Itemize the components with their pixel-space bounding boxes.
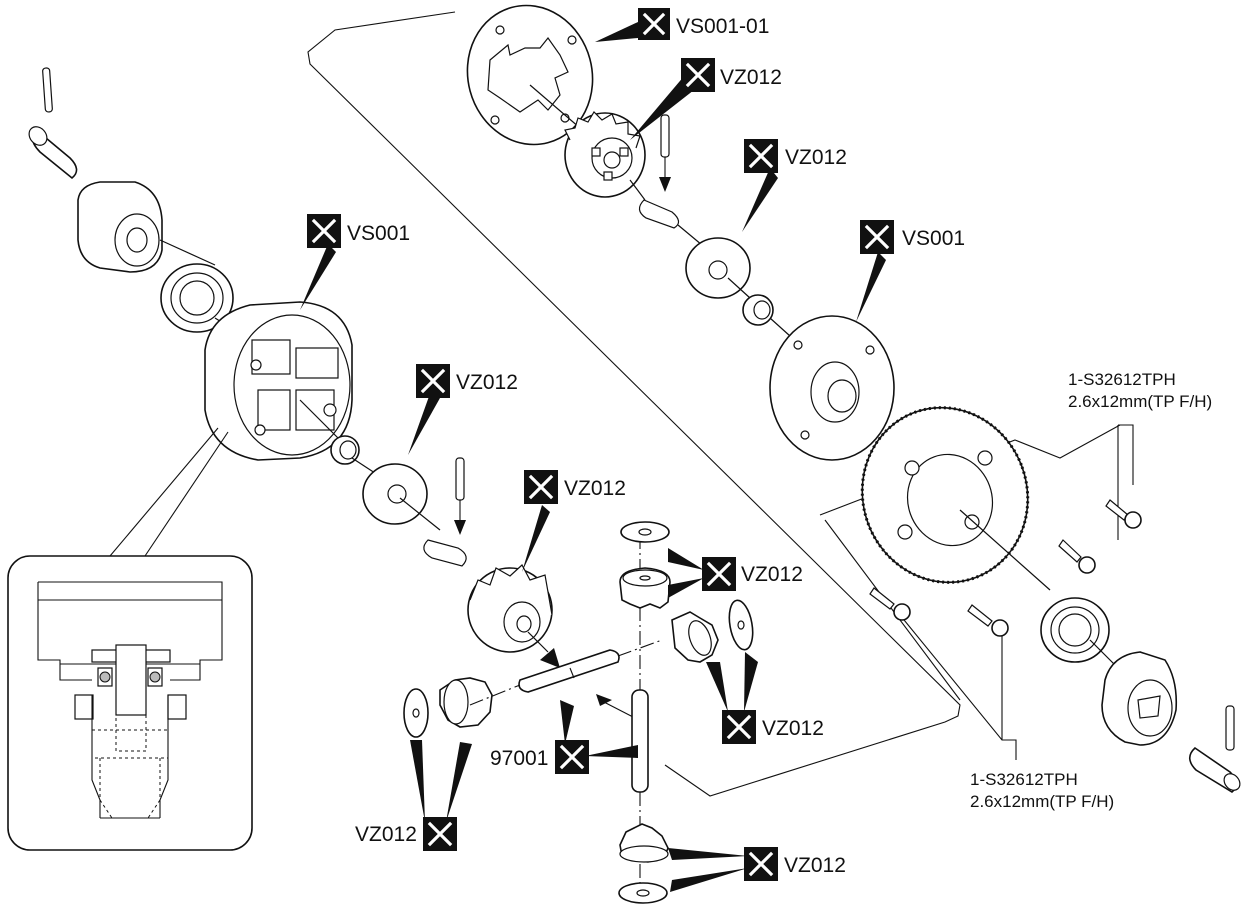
right-drive-cup <box>1101 651 1178 746</box>
screw-spec-lower: 1-S32612TPH 2.6x12mm(TP F/H) <box>970 770 1114 811</box>
callout-pointers <box>300 22 886 892</box>
right-drive-pin-cylinder <box>1188 746 1241 793</box>
upper-spider-washer <box>620 521 670 543</box>
screw-bottom-1 <box>869 587 911 621</box>
right-spider-gear <box>671 611 719 663</box>
left-bearing <box>160 263 234 333</box>
right-diff-case <box>769 315 895 461</box>
callout-vz012-washer-right: VZ012 <box>744 139 847 173</box>
label-vz012-left-gear: VZ012 <box>355 823 417 846</box>
label-vz012-bottom-gear: VZ012 <box>784 854 846 877</box>
label-vz012-washer-left: VZ012 <box>456 371 518 394</box>
left-small-pin <box>454 457 466 535</box>
callout-vz012-pinion-top: VZ012 <box>681 58 782 92</box>
top-pinion-gear <box>564 111 646 198</box>
callout-vs001-right: VS001 <box>860 220 965 254</box>
callout-vs001-01-top: VS001-01 <box>638 8 769 40</box>
left-spider-washer <box>403 688 429 738</box>
top-pin-shaft <box>638 199 680 229</box>
left-drive-cup <box>77 181 163 273</box>
left-pin-shaft <box>423 539 467 567</box>
callout-vz012-bottom-gear: VZ012 <box>744 847 846 881</box>
x-box-icon <box>744 139 778 173</box>
x-box-icon <box>722 710 756 744</box>
callout-vz012-washer-left: VZ012 <box>416 364 518 398</box>
right-pin <box>1225 705 1235 751</box>
x-box-icon <box>860 220 894 254</box>
top-cover-plate <box>466 4 594 146</box>
left-drive-pin-cylinder <box>28 126 78 180</box>
x-box-icon <box>744 847 778 881</box>
screw-size-upper: 2.6x12mm(TP F/H) <box>1068 392 1212 411</box>
label-vs001-left: VS001 <box>347 222 410 245</box>
label-vs001-right: VS001 <box>902 227 965 250</box>
vertical-pin <box>631 689 649 793</box>
callout-vz012-bevel-center: VZ012 <box>524 470 626 504</box>
right-bearing <box>1040 597 1110 663</box>
callout-vs001-left: VS001 <box>307 214 410 248</box>
x-box-icon <box>423 817 457 851</box>
callout-vz012-left-gear: VZ012 <box>355 817 457 851</box>
right-o-ring <box>742 294 774 326</box>
inset-cross-section <box>7 555 253 851</box>
x-box-icon <box>702 557 736 591</box>
left-pin <box>42 67 53 113</box>
screw-code-upper: 1-S32612TPH <box>1068 370 1176 389</box>
screw-top-right-2 <box>1058 539 1096 574</box>
callout-vz012-right-gear: VZ012 <box>722 710 824 744</box>
top-small-pin <box>659 114 671 192</box>
screw-code-lower: 1-S32612TPH <box>970 770 1078 789</box>
bottom-spider-gear <box>619 823 669 863</box>
label-97001: 97001 <box>490 747 548 770</box>
x-box-icon <box>681 58 715 92</box>
bottom-spider-washer <box>618 882 668 904</box>
label-vz012-washer-right: VZ012 <box>785 146 847 169</box>
spur-gear <box>860 406 1030 584</box>
left-washer <box>362 463 428 525</box>
label-vz012-bevel-center: VZ012 <box>564 477 626 500</box>
cross-pin-97001 <box>518 649 620 693</box>
label-vz012-upper-gear: VZ012 <box>741 563 803 586</box>
left-spider-gear <box>439 677 493 728</box>
screw-top-right-1 <box>1105 499 1142 529</box>
x-box-icon <box>638 8 670 40</box>
upper-spider-gear <box>619 567 671 609</box>
center-bevel-gear <box>467 564 553 653</box>
x-box-icon <box>307 214 341 248</box>
screw-size-lower: 2.6x12mm(TP F/H) <box>970 792 1114 811</box>
callout-vz012-upper-gear: VZ012 <box>702 557 803 591</box>
x-box-icon <box>416 364 450 398</box>
screw-spec-upper: 1-S32612TPH 2.6x12mm(TP F/H) <box>1068 370 1212 411</box>
label-vz012-right-gear: VZ012 <box>762 717 824 740</box>
label-vz012-pinion-top: VZ012 <box>720 66 782 89</box>
callout-97001: 97001 <box>490 740 589 774</box>
left-diff-case <box>204 301 353 461</box>
x-box-icon <box>524 470 558 504</box>
screw-bottom-2 <box>967 604 1009 637</box>
x-box-icon <box>555 740 589 774</box>
right-spider-washer <box>728 599 754 651</box>
label-vs001-01: VS001-01 <box>676 15 769 38</box>
inset-leader <box>109 427 229 557</box>
left-o-ring <box>330 435 360 465</box>
